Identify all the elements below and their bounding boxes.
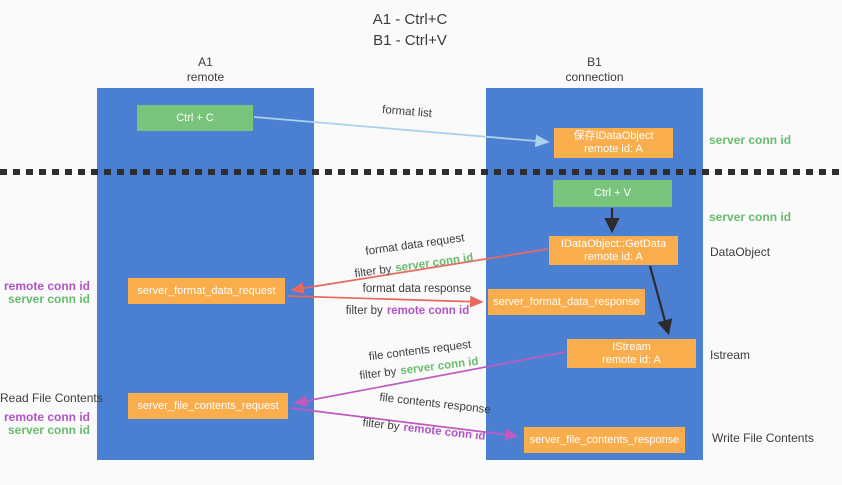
- filter-by-text: filter by: [345, 305, 383, 317]
- node-save-line2: remote id: A: [584, 143, 643, 155]
- server-conn-id-text: server conn id: [394, 251, 475, 275]
- label-format-list: format list: [381, 104, 433, 120]
- node-istream: IStream remote id: A: [567, 339, 696, 368]
- node-ctrl-c-label: Ctrl + C: [176, 111, 214, 124]
- node-server-format-data-response: server_format_data_response: [488, 289, 645, 315]
- diagram-title: A1 - Ctrl+C B1 - Ctrl+V: [310, 9, 510, 51]
- node-server-file-contents-request: server_file_contents_request: [128, 393, 288, 419]
- node-istream-line2: remote id: A: [602, 353, 661, 366]
- column-header-b1: B1 connection: [486, 55, 703, 85]
- remote-conn-id-text: remote conn id: [386, 305, 470, 317]
- node-istream-line1: IStream: [612, 340, 651, 353]
- node-save-idataobject: 保存IDataObject remote id: A: [554, 128, 673, 158]
- right-label-write-file-contents: Write File Contents: [712, 431, 814, 445]
- column-b1-name: B1: [587, 55, 602, 69]
- title-line-ctrl-c: A1 - Ctrl+C: [372, 11, 448, 28]
- column-a1-role: remote: [186, 70, 225, 84]
- column-a1-name: A1: [198, 55, 213, 69]
- node-idataobject-getdata: IDataObject::GetData remote id: A: [549, 236, 678, 265]
- title-line-ctrl-v: B1 - Ctrl+V: [373, 32, 447, 49]
- server-conn-id-text: server conn id: [399, 355, 480, 378]
- left-label-server-conn-id-bottom: server conn id: [7, 423, 90, 437]
- node-format-request-label: server_format_data_request: [137, 284, 276, 297]
- node-getdata-line2: remote id: A: [584, 250, 643, 263]
- right-label-server-conn-id-mid: server conn id: [709, 210, 792, 224]
- node-format-response-label: server_format_data_response: [493, 295, 640, 308]
- arrow-format-data-response: [286, 295, 484, 308]
- node-ctrl-v: Ctrl + V: [553, 180, 672, 207]
- column-header-a1: A1 remote: [97, 55, 314, 85]
- remote-conn-id-text: remote conn id: [402, 421, 487, 443]
- node-ctrl-v-label: Ctrl + V: [594, 187, 631, 199]
- node-save-line1: 保存IDataObject: [573, 130, 654, 142]
- node-getdata-line1: IDataObject::GetData: [560, 237, 667, 250]
- left-label-remote-conn-id-bottom: remote conn id: [3, 410, 90, 424]
- right-label-server-conn-id-top: server conn id: [709, 133, 792, 147]
- node-ctrl-c: Ctrl + C: [137, 105, 253, 131]
- right-label-dataobject: DataObject: [710, 245, 771, 259]
- filter-by-text: filter by: [358, 365, 398, 383]
- node-file-request-label: server_file_contents_request: [137, 399, 279, 412]
- label-format-data-response: format data response: [362, 283, 472, 295]
- left-label-remote-conn-id-top: remote conn id: [3, 279, 90, 293]
- dotted-divider: [0, 169, 842, 175]
- column-b1-role: connection: [565, 70, 624, 84]
- node-server-format-data-request: server_format_data_request: [128, 278, 285, 304]
- filter-by-text: filter by: [361, 417, 401, 434]
- node-server-file-contents-response: server_file_contents_response: [524, 427, 685, 453]
- left-label-read-file-contents: Read File Contents: [0, 391, 103, 405]
- left-label-server-conn-id-top: server conn id: [7, 292, 90, 306]
- right-label-istream: Istream: [710, 348, 751, 362]
- node-file-response-label: server_file_contents_response: [529, 433, 680, 446]
- filter-by-text: filter by: [353, 263, 393, 281]
